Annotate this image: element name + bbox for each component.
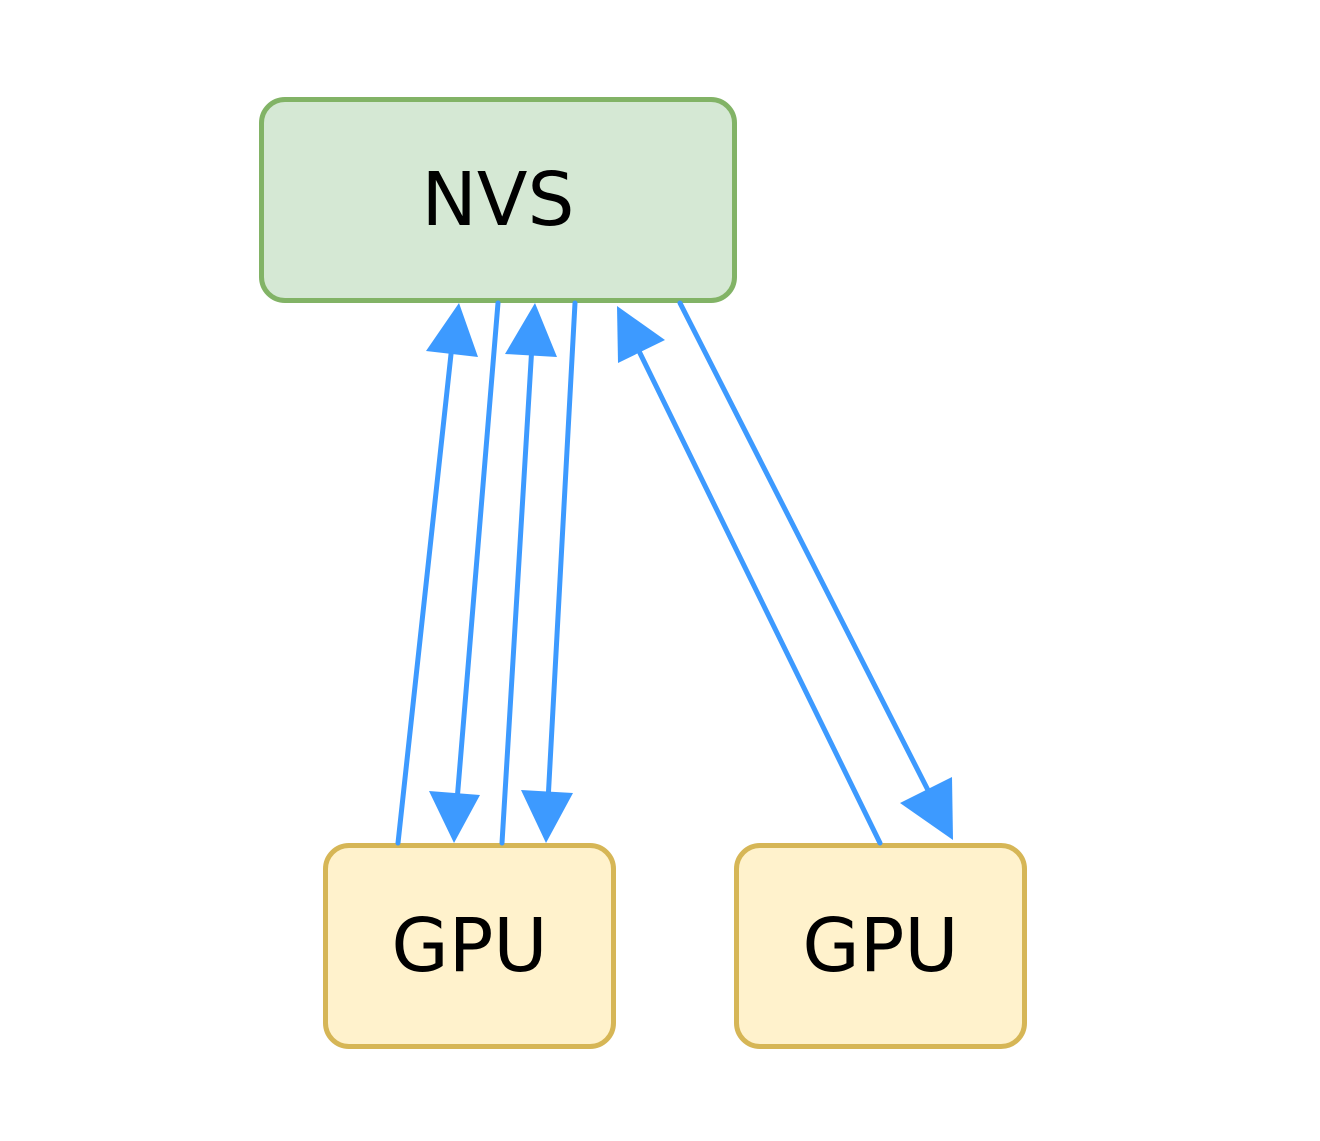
edge-gpu1-to-nvs-a	[395, 303, 478, 846]
edge-nvs-to-gpu2	[677, 300, 953, 840]
gpu-node-left: GPU	[323, 843, 616, 1049]
nvs-label: NVS	[421, 157, 575, 243]
edge-nvs-to-gpu1-b	[521, 300, 578, 843]
edge-gpu1-to-nvs-b	[499, 303, 557, 846]
gpu-right-label: GPU	[802, 903, 959, 989]
edge-nvs-to-gpu1-a	[429, 300, 501, 843]
nvs-node: NVS	[259, 97, 737, 303]
gpu-node-right: GPU	[734, 843, 1027, 1049]
edge-gpu2-to-nvs	[617, 306, 883, 846]
gpu-left-label: GPU	[391, 903, 548, 989]
